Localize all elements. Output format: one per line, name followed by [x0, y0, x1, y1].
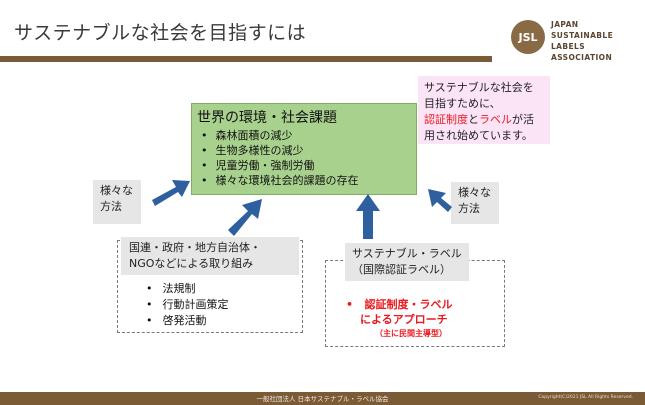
sustainable-label-heading: サステナブル・ラベル （国際認証ラベル）	[345, 243, 469, 281]
logo-line-2: SUSTAINABLE LABELS	[551, 31, 614, 51]
label-heading-line-2: （国際認証ラベル）	[352, 263, 451, 276]
issue-item: 生物多様性の減少	[197, 143, 411, 158]
various-methods-right: 様々な 方法	[451, 182, 499, 224]
callout-line-3-tail: が活	[512, 113, 534, 126]
callout-connector: と	[468, 113, 479, 126]
arrow-icon	[228, 199, 262, 236]
gov-item: 法規制	[146, 281, 229, 297]
cert-line-1: • 認証制度・ラベル	[346, 297, 453, 312]
highlight-label: ラベル	[479, 113, 512, 126]
label-heading-line-1: サステナブル・ラベル	[352, 247, 462, 260]
footer-copyright: Copyright(C)2021 JSL All Rights Reserved…	[538, 395, 633, 400]
jsl-logo-text: JAPAN SUSTAINABLE LABELS ASSOCIATION	[551, 19, 645, 63]
callout-line-1: サステナブルな社会を	[424, 81, 534, 94]
gov-item: 啓発活動	[146, 313, 229, 329]
method-left-line-1: 様々な	[100, 184, 133, 197]
slide-title: サステナブルな社会を目指すには	[14, 22, 307, 44]
logo-line-1: JAPAN	[551, 20, 579, 29]
government-approach-label: 国連・政府・地方自治体・ NGOなどによる取り組み	[121, 237, 299, 275]
global-issues-box: 世界の環境・社会課題 森林面積の減少 生物多様性の減少 児童労働・強制労働 様々…	[191, 103, 417, 195]
callout-line-4: 用され始めています。	[424, 129, 533, 142]
private-led-note: （主に民間主導型）	[375, 329, 447, 338]
issue-item: 様々な環境社会的課題の存在	[197, 173, 411, 188]
government-approach-list: 法規制 行動計画策定 啓発活動	[146, 281, 229, 329]
certification-approach: • 認証制度・ラベル によるアプローチ	[346, 297, 453, 327]
global-issues-list: 森林面積の減少 生物多様性の減少 児童労働・強制労働 様々な環境社会的課題の存在	[197, 128, 411, 188]
gov-label-line-2: NGOなどによる取り組み	[129, 257, 254, 270]
method-right-line-1: 様々な	[458, 186, 491, 199]
bullet-icon: •	[346, 298, 365, 311]
arrow-icon	[152, 180, 190, 206]
callout-line-3: 認証制度とラベルが活	[424, 112, 544, 128]
method-right-line-2: 方法	[458, 202, 480, 215]
jsl-logo-badge: JSL	[511, 20, 545, 54]
arrow-icon	[356, 194, 380, 239]
logo-line-3: ASSOCIATION	[551, 53, 613, 62]
title-underline-bar	[0, 56, 492, 62]
arrow-icon	[428, 189, 452, 212]
cert-line-2: によるアプローチ	[360, 313, 448, 326]
callout-line-2: 目指すために、	[424, 97, 501, 110]
cert-line-1-text: 認証制度・ラベル	[364, 298, 453, 311]
method-left-line-2: 方法	[100, 200, 122, 213]
various-methods-left: 様々な 方法	[93, 180, 141, 224]
highlight-certification: 認証制度	[424, 113, 468, 126]
gov-label-line-1: 国連・政府・地方自治体・	[129, 241, 261, 254]
footer-organization: 一般社団法人 日本サステナブル・ラベル協会	[256, 395, 389, 403]
issue-item: 森林面積の減少	[197, 128, 411, 143]
callout-box: サステナブルな社会を 目指すために、 認証制度とラベルが活 用され始めています。	[418, 76, 550, 144]
issue-item: 児童労働・強制労働	[197, 158, 411, 173]
footer-bar	[0, 392, 645, 405]
gov-item: 行動計画策定	[146, 297, 229, 313]
global-issues-title: 世界の環境・社会課題	[197, 110, 337, 126]
